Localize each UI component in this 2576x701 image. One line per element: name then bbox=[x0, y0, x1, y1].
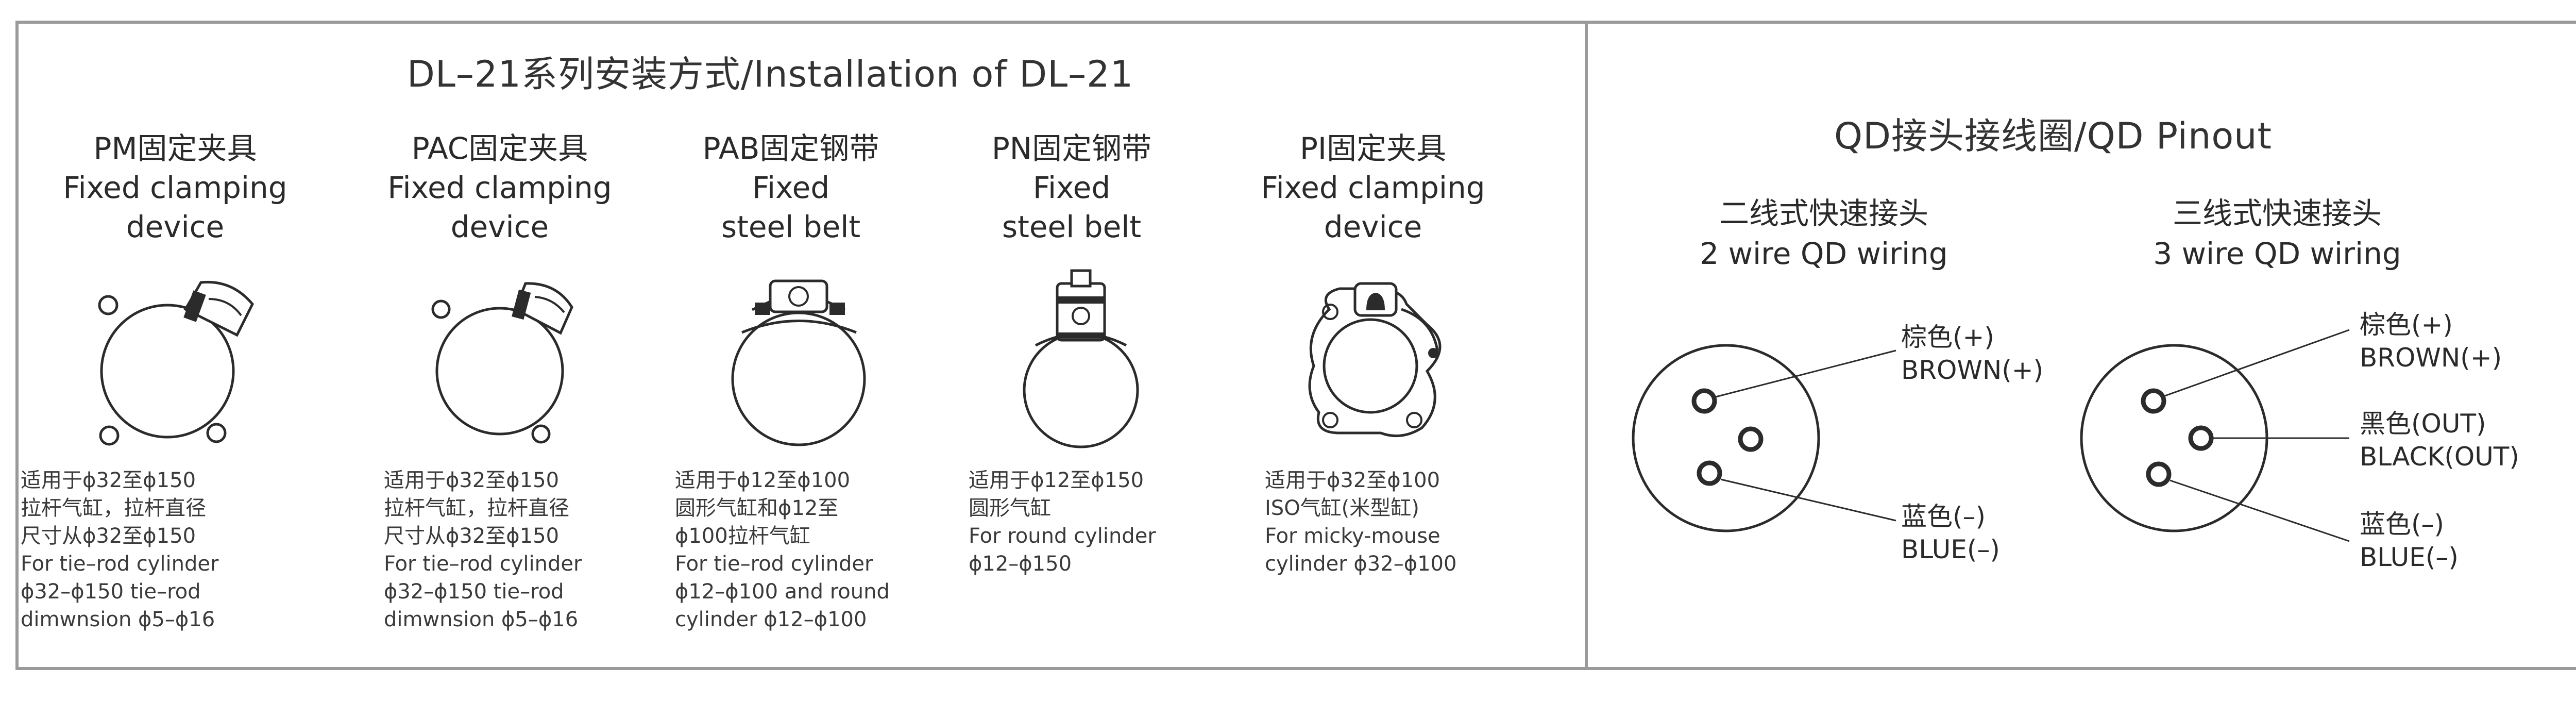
device-heading-line: Fixed clamping bbox=[387, 170, 612, 205]
description-line: For micky-mouse bbox=[1265, 524, 1440, 548]
device-heading-line: PI固定夹具 bbox=[1299, 131, 1447, 166]
pin-label-cn: 棕色(+) bbox=[2360, 310, 2453, 340]
description-line: ϕ12–ϕ100 and round bbox=[675, 580, 890, 604]
description-line: cylinder ϕ12–ϕ100 bbox=[675, 608, 867, 631]
device-heading-line: device bbox=[126, 209, 225, 244]
description-line: ϕ32–ϕ150 tie–rod bbox=[384, 580, 564, 604]
pin-label-en: BLUE(–) bbox=[2360, 542, 2459, 572]
wire-heading-line: 二线式快速接头 bbox=[1719, 196, 1928, 231]
description-line: dimwnsion ϕ5–ϕ16 bbox=[21, 608, 215, 631]
pm-clamp-illustration bbox=[98, 280, 254, 446]
device-description-pab: 适用于ϕ12至ϕ100 圆形气缸和ϕ12至 ϕ100拉杆气缸 For tie–r… bbox=[675, 466, 890, 633]
device-heading-line: steel belt bbox=[721, 209, 861, 244]
description-line: ϕ100拉杆气缸 bbox=[675, 524, 810, 548]
pab-steel-belt-illustration bbox=[731, 279, 866, 446]
device-heading-pab: PAB固定钢带 Fixed steel belt bbox=[675, 129, 907, 246]
three-wire-blue-label: 蓝色(–) BLUE(–) bbox=[2360, 508, 2459, 574]
pinout-panel bbox=[1585, 21, 2576, 670]
device-heading-line: Fixed clamping bbox=[63, 170, 287, 205]
pi-clamp-illustration bbox=[1308, 282, 1442, 438]
device-description-pac: 适用于ϕ32至ϕ150 拉杆气缸，拉杆直径 尺寸从ϕ32至ϕ150 For ti… bbox=[384, 466, 582, 633]
description-line: ϕ32–ϕ150 tie–rod bbox=[21, 580, 201, 604]
description-line: ISO气缸(米型缸) bbox=[1265, 496, 1419, 520]
two-wire-blue-label: 蓝色(–) BLUE(–) bbox=[1901, 500, 2000, 566]
pac-clamp-illustration bbox=[431, 282, 573, 444]
device-heading-line: device bbox=[450, 209, 549, 244]
three-wire-black-label: 黑色(OUT) BLACK(OUT) bbox=[2360, 407, 2519, 473]
three-wire-connector-diagram bbox=[2080, 329, 2350, 542]
description-line: 适用于ϕ32至ϕ100 bbox=[1265, 469, 1440, 492]
device-heading-pi: PI固定夹具 Fixed clamping device bbox=[1252, 129, 1494, 246]
description-line: 适用于ϕ32至ϕ150 bbox=[384, 469, 560, 492]
wire-heading-line: 3 wire QD wiring bbox=[2153, 236, 2401, 271]
description-line: For tie–rod cylinder bbox=[384, 552, 582, 576]
description-line: 拉杆气缸，拉杆直径 bbox=[384, 496, 569, 520]
device-heading-pn: PN固定钢带 Fixed steel belt bbox=[963, 129, 1180, 246]
description-line: For round cylinder bbox=[969, 524, 1156, 548]
three-wire-brown-label: 棕色(+) BROWN(+) bbox=[2360, 308, 2502, 374]
pin-label-en: BROWN(+) bbox=[2360, 343, 2502, 373]
device-description-pi: 适用于ϕ32至ϕ100 ISO气缸(米型缸) For micky-mouse c… bbox=[1265, 466, 1456, 578]
description-line: 拉杆气缸，拉杆直径 bbox=[21, 496, 206, 520]
device-description-pm: 适用于ϕ32至ϕ150 拉杆气缸，拉杆直径 尺寸从ϕ32至ϕ150 For ti… bbox=[21, 466, 218, 633]
pin-label-cn: 棕色(+) bbox=[1901, 322, 1994, 352]
pin-label-cn: 蓝色(–) bbox=[1901, 502, 1986, 531]
description-line: 尺寸从ϕ32至ϕ150 bbox=[384, 524, 560, 548]
device-heading-line: Fixed clamping bbox=[1261, 170, 1485, 205]
device-heading-line: PN固定钢带 bbox=[991, 131, 1152, 166]
pin-label-en: BLUE(–) bbox=[1901, 535, 2000, 564]
pn-steel-belt-illustration bbox=[1023, 269, 1139, 448]
description-line: 圆形气缸 bbox=[969, 496, 1051, 520]
pin-label-cn: 黑色(OUT) bbox=[2360, 409, 2486, 439]
description-line: 尺寸从ϕ32至ϕ150 bbox=[21, 524, 196, 548]
wire-heading-line: 2 wire QD wiring bbox=[1700, 236, 1948, 271]
pin-label-cn: 蓝色(–) bbox=[2360, 509, 2445, 539]
three-wire-heading: 三线式快速接头 3 wire QD wiring bbox=[2133, 193, 2421, 274]
two-wire-heading: 二线式快速接头 2 wire QD wiring bbox=[1680, 193, 1968, 274]
wire-heading-line: 三线式快速接头 bbox=[2172, 196, 2382, 231]
device-heading-line: PAC固定夹具 bbox=[411, 131, 588, 166]
pin-label-en: BROWN(+) bbox=[1901, 355, 2044, 385]
description-line: 适用于ϕ12至ϕ150 bbox=[969, 469, 1144, 492]
device-description-pn: 适用于ϕ12至ϕ150 圆形气缸 For round cylinder ϕ12–… bbox=[969, 466, 1156, 578]
two-wire-brown-label: 棕色(+) BROWN(+) bbox=[1901, 321, 2043, 387]
device-heading-pm: PM固定夹具 Fixed clamping device bbox=[57, 129, 294, 246]
description-line: 适用于ϕ32至ϕ150 bbox=[21, 469, 196, 492]
device-heading-line: PM固定夹具 bbox=[93, 131, 257, 166]
device-heading-line: PAB固定钢带 bbox=[702, 131, 879, 166]
description-line: For tie–rod cylinder bbox=[21, 552, 219, 576]
device-heading-line: Fixed bbox=[752, 170, 830, 205]
two-wire-connector-diagram bbox=[1632, 344, 1896, 532]
device-heading-line: Fixed bbox=[1032, 170, 1111, 205]
description-line: For tie–rod cylinder bbox=[675, 552, 873, 576]
pin-label-en: BLACK(OUT) bbox=[2360, 442, 2519, 472]
pinout-title: QD接头接线圈/QD Pinout bbox=[1834, 115, 2272, 157]
description-line: ϕ12–ϕ150 bbox=[969, 552, 1072, 576]
description-line: 圆形气缸和ϕ12至 bbox=[675, 496, 839, 520]
device-heading-line: device bbox=[1324, 209, 1422, 244]
installation-title: DL–21系列安装方式/Installation of DL–21 bbox=[407, 53, 1134, 95]
description-line: cylinder ϕ32–ϕ100 bbox=[1265, 552, 1457, 576]
description-line: dimwnsion ϕ5–ϕ16 bbox=[384, 608, 579, 631]
device-heading-line: steel belt bbox=[1002, 209, 1142, 244]
device-heading-pac: PAC固定夹具 Fixed clamping device bbox=[376, 129, 623, 246]
description-line: 适用于ϕ12至ϕ100 bbox=[675, 469, 851, 492]
